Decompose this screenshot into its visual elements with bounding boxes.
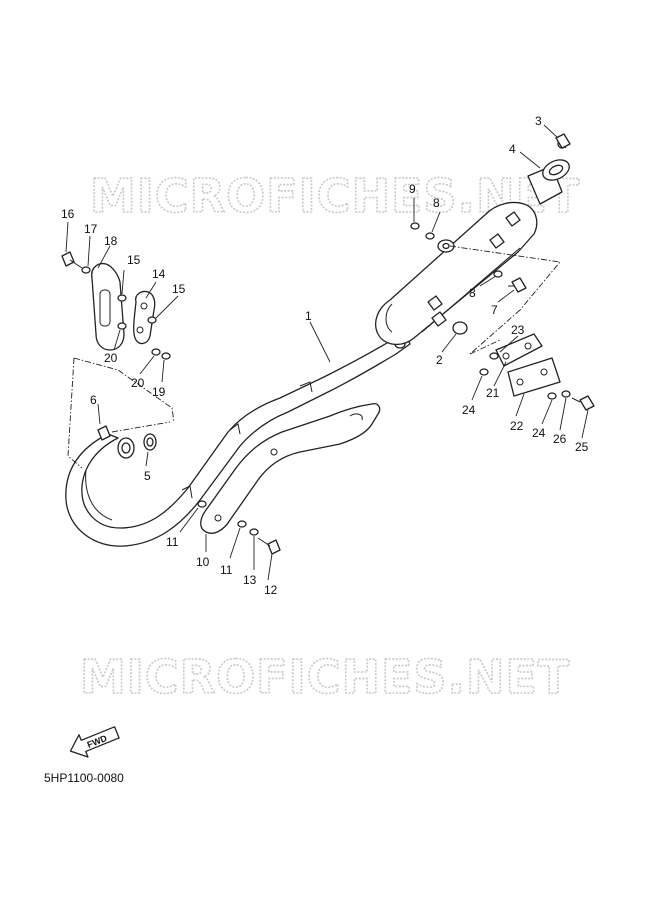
callout-10: 10 <box>196 555 210 569</box>
callout-23: 23 <box>511 323 525 337</box>
tail-pipe[interactable] <box>527 139 572 205</box>
callout-8a: 8 <box>433 196 440 210</box>
callout-20b: 20 <box>131 376 145 390</box>
callout-13: 13 <box>243 573 257 587</box>
callout-21: 21 <box>486 386 500 400</box>
callout-8b: 8 <box>469 286 476 300</box>
callout-2: 2 <box>436 353 443 367</box>
exhaust-pipe[interactable] <box>65 329 411 547</box>
reference-lines <box>67 245 561 469</box>
callout-24b: 24 <box>532 426 546 440</box>
leader-lines <box>65 124 589 581</box>
callout-4: 4 <box>509 142 516 156</box>
callout-1: 1 <box>305 309 312 323</box>
callout-14: 14 <box>152 267 166 281</box>
callout-15a: 15 <box>127 253 141 267</box>
callout-24a: 24 <box>462 403 476 417</box>
callout-7: 7 <box>491 303 498 317</box>
callout-17: 17 <box>84 222 98 236</box>
muffler[interactable] <box>375 201 538 345</box>
callout-12: 12 <box>264 583 278 597</box>
callout-18: 18 <box>104 234 118 248</box>
diagram-code: 5HP1100-0080 <box>44 771 124 785</box>
small-parts[interactable] <box>61 133 595 555</box>
callout-26: 26 <box>553 432 567 446</box>
fwd-arrow-icon: FWD <box>69 726 120 758</box>
callouts: 1 2 3 4 5 6 7 8 8 9 10 11 11 12 13 14 15… <box>61 114 589 597</box>
callout-16: 16 <box>61 207 75 221</box>
callout-5: 5 <box>144 469 151 483</box>
watermark-bottom: MICROFICHES.NET <box>80 650 570 704</box>
callout-19: 19 <box>152 385 166 399</box>
callout-9: 9 <box>409 182 416 196</box>
callout-20a: 20 <box>104 351 118 365</box>
watermark-top: MICROFICHES.NET <box>90 169 580 223</box>
heat-protector[interactable] <box>200 402 381 534</box>
callout-11b: 11 <box>220 563 233 577</box>
callout-11a: 11 <box>166 535 179 549</box>
callout-22: 22 <box>510 419 524 433</box>
callout-3: 3 <box>535 114 542 128</box>
callout-6: 6 <box>90 393 97 407</box>
callout-15b: 15 <box>172 282 186 296</box>
callout-25: 25 <box>575 440 589 454</box>
